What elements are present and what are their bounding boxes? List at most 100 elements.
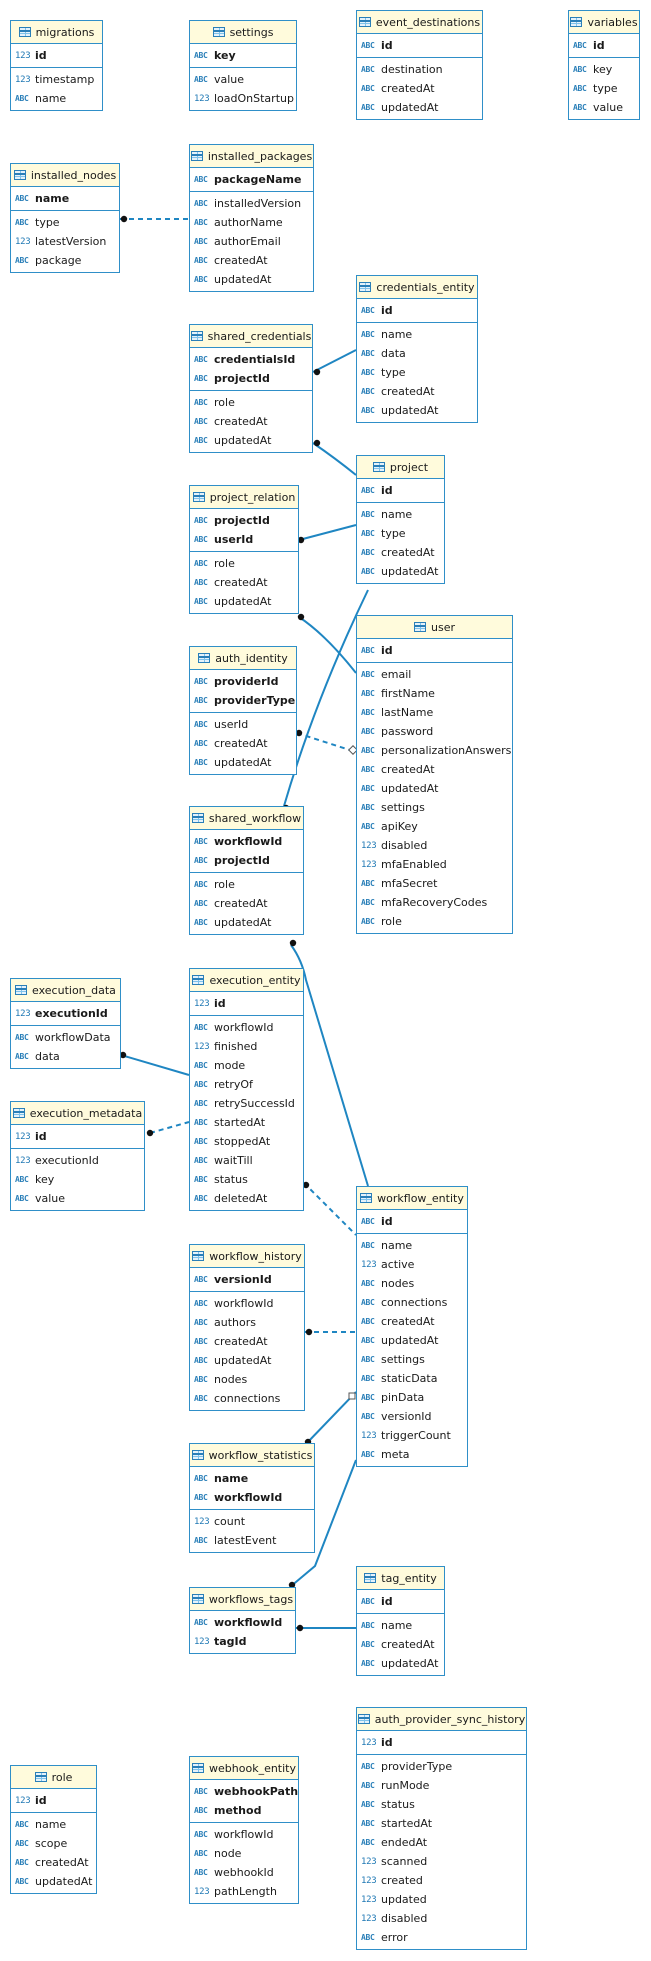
table-header[interactable]: installed_packages (190, 145, 313, 168)
table-header[interactable]: execution_entity (190, 969, 303, 992)
table-header[interactable]: workflow_entity (357, 1187, 467, 1210)
relation-shared-workflow-to-project[interactable] (283, 589, 369, 807)
relation-execution-metadata-to-execution-entity[interactable] (149, 1121, 190, 1134)
table-header[interactable]: variables (569, 11, 639, 34)
table-header[interactable]: project (357, 456, 444, 479)
table-header[interactable]: user (357, 616, 512, 639)
table-header[interactable]: webhook_entity (190, 1757, 298, 1780)
table-header[interactable]: event_destinations (357, 11, 482, 34)
table-header[interactable]: workflows_tags (190, 1588, 295, 1611)
table-header[interactable]: installed_nodes (11, 164, 119, 187)
table-header[interactable]: workflow_statistics (190, 1444, 314, 1467)
table-header[interactable]: role (11, 1766, 96, 1789)
table-header[interactable]: migrations (11, 21, 102, 44)
table-header[interactable]: auth_identity (190, 647, 296, 670)
relation-workflows-tags-to-workflow-entity[interactable] (289, 1459, 357, 1588)
table-header[interactable]: execution_data (11, 979, 120, 1002)
table-header[interactable]: project_relation (190, 486, 298, 509)
